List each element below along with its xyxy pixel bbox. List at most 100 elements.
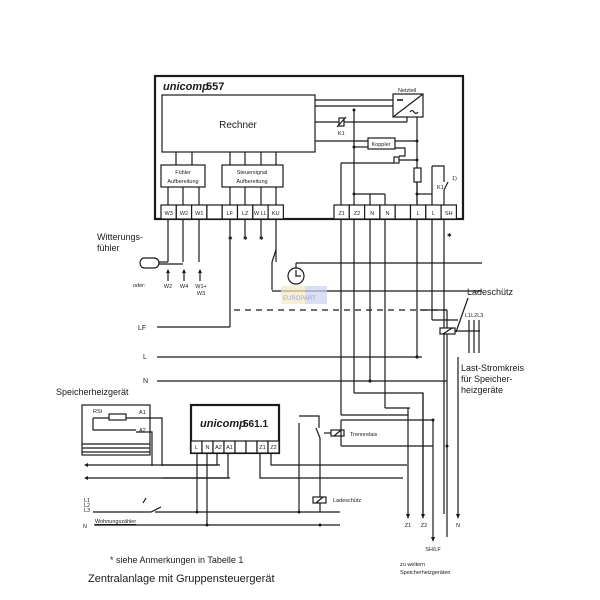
external-wiring: ✱ ✱ ✱ ✱ xyxy=(157,220,482,537)
computer-label: Rechner xyxy=(219,120,257,131)
terminal-label: Z1 xyxy=(259,445,265,451)
isolation-relay-label: Trennrelais xyxy=(350,432,378,438)
svg-text:✱: ✱ xyxy=(447,232,452,239)
coupler-label: Koppler xyxy=(372,142,391,148)
terminal-label: KU xyxy=(272,211,280,217)
terminal-cell xyxy=(245,440,258,454)
fuse xyxy=(413,167,422,183)
heater-resistor-label: RSt xyxy=(93,409,103,415)
terminal-label: N xyxy=(386,211,390,217)
weather-sensor: Witterungs- fühler oder: W2 W4 W1+ W3 xyxy=(97,232,207,297)
heater-resistor xyxy=(108,413,127,421)
svg-text:✱: ✱ xyxy=(243,235,248,242)
line-label-n: N xyxy=(143,378,148,385)
mains-supply: L1 L2 L3 N Wohnungszähler xyxy=(83,497,340,530)
output-note-line2: Speicherheizgeräten xyxy=(400,570,450,576)
terminal-label: W LL xyxy=(254,211,267,217)
main-unit-model: 557 xyxy=(206,81,224,93)
supply-neutral: N xyxy=(83,524,87,530)
relay-k1-label: K1 xyxy=(338,131,345,137)
terminal-cell xyxy=(206,204,223,220)
storage-heater: Speicherheizgerät RSt A1 A2 xyxy=(56,387,230,480)
coupler-box xyxy=(367,137,396,150)
heater-terminal-a1: A1 xyxy=(139,410,146,416)
load-relay: Ladeschütz xyxy=(312,496,361,504)
footnote-marker: 1) xyxy=(452,176,457,182)
terminal-label: Z2 xyxy=(354,211,360,217)
isolation-relay: Trennrelais xyxy=(298,415,449,512)
supply-phase-l1: L1 xyxy=(84,498,90,504)
sensor-alt-w3: W3 xyxy=(197,291,205,297)
load-contactor-phases: L1L2L3 xyxy=(465,313,483,319)
relay-contact-k1-label: K1 xyxy=(437,185,444,191)
load-circuit-line2: für Speicher- xyxy=(461,374,513,384)
supply-phase-l2: L2 xyxy=(84,503,90,509)
sensor-label-line1: Witterungs- xyxy=(97,232,143,242)
sensor-block-line1: Fühler xyxy=(175,170,191,176)
terminal-strip-left: W3 W2 W1 LF LZ W LL KU xyxy=(160,204,285,220)
output-note-line1: zu weitern xyxy=(400,562,425,568)
coupler-triac xyxy=(393,156,400,164)
signal-processing-block xyxy=(221,164,284,188)
main-unit-557: unicomp 557 Rechner Netzteil K1 Koppler xyxy=(153,74,465,221)
load-contactor: Ladeschütz L1L2L3 Last-Stromkreis für Sp… xyxy=(439,287,525,395)
watermark-left xyxy=(281,286,305,304)
meter-label: Wohnungszähler xyxy=(95,519,136,525)
load-circuit-line3: heizgeräte xyxy=(461,385,503,395)
output-n: N xyxy=(456,523,460,529)
sensor-block-line2: Aufbereitung xyxy=(167,179,198,185)
terminal-cell xyxy=(440,204,458,220)
terminal-label: L xyxy=(432,211,435,217)
line-label-l: L xyxy=(143,354,147,361)
terminal-label: N xyxy=(206,445,210,451)
main-unit-brand: unicomp xyxy=(163,81,209,93)
sensor-alt-w1: W1+ xyxy=(195,284,206,290)
load-relay-label: Ladeschütz xyxy=(333,498,361,504)
sensor-alt-prefix: oder: xyxy=(133,283,146,289)
sensor-probe-icon xyxy=(139,257,160,269)
group-unit-brand: unicomp xyxy=(200,418,246,430)
terminal-label: Z2 xyxy=(270,445,276,451)
terminal-cell xyxy=(234,440,247,454)
terminal-cell xyxy=(267,440,280,454)
terminal-label: Z1 xyxy=(338,211,344,217)
terminal-label: SH xyxy=(445,211,453,217)
power-supply: Netzteil xyxy=(392,88,424,118)
output-sh-lf: SH/LF xyxy=(425,547,441,553)
signal-block-line2: Aufbereitung xyxy=(236,179,267,185)
sensor-alt-w2: W2 xyxy=(164,284,172,290)
line-label-lf: LF xyxy=(138,325,146,332)
terminal-label: LF xyxy=(227,211,234,217)
watermark-text: EUROPART xyxy=(283,296,316,302)
terminal-label: L xyxy=(195,445,198,451)
terminal-label: A2 xyxy=(215,445,222,451)
main-unit-frame xyxy=(153,74,465,221)
output-z1: Z1 xyxy=(405,523,411,529)
terminal-label: A1 xyxy=(226,445,233,451)
group-unit-terminals: L N A2 A1 Z1 Z2 xyxy=(190,440,280,454)
load-contactor-label: Ladeschütz xyxy=(467,287,514,297)
terminal-label: LZ xyxy=(242,211,249,217)
terminal-cell xyxy=(267,204,285,220)
terminal-label: W3 xyxy=(165,211,173,217)
diagram-caption: Zentralanlage mit Gruppensteuergerät xyxy=(88,573,275,585)
power-supply-label: Netzteil xyxy=(398,88,416,94)
sensor-alt-w4: W4 xyxy=(180,284,188,290)
terminal-label: W2 xyxy=(180,211,188,217)
outputs: Z1 Z2 N SH/LF zu weitern Speicherheizger… xyxy=(400,514,460,576)
terminal-cell xyxy=(394,204,412,220)
sensor-label-line2: fühler xyxy=(97,243,120,253)
supply-phase-l3: L3 xyxy=(84,508,90,514)
computer-block xyxy=(161,94,316,153)
watermark-right xyxy=(305,286,327,304)
footnote-text: * siehe Anmerkungen in Tabelle 1 xyxy=(110,555,243,565)
svg-text:✱: ✱ xyxy=(259,235,264,242)
output-z2: Z2 xyxy=(421,523,427,529)
storage-heater-label: Speicherheizgerät xyxy=(56,387,129,397)
contactor-switches xyxy=(468,320,480,353)
terminal-label: W1 xyxy=(195,211,203,217)
